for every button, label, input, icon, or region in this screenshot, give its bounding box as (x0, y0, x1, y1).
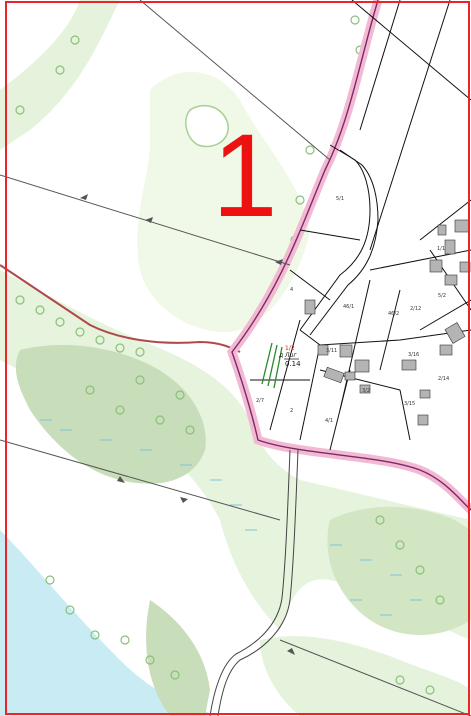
plot-label: 46/1 (343, 304, 354, 310)
meadow-area (137, 71, 310, 332)
plot-label: 46/2 (388, 311, 399, 317)
plot-label: 4 (290, 287, 293, 293)
meadow-area (185, 104, 229, 148)
plot-lines (250, 0, 471, 451)
dirt-road (209, 449, 291, 716)
meadow-area (0, 0, 120, 150)
lake-area (0, 530, 220, 716)
forest-area (327, 506, 471, 635)
plot-label: 5/2 (438, 293, 446, 299)
highlight-plot-hatch (261, 342, 283, 389)
sheet-number: 1 (212, 110, 278, 242)
plot-label: 2 (290, 408, 293, 414)
riverbank-line (0, 264, 241, 353)
plot-label: 3/2 (362, 388, 370, 394)
plot-label: 2/14 (438, 376, 449, 382)
buildings (304, 219, 471, 426)
highlight-plot-area-label: Лuг (284, 352, 297, 359)
highlight-plot-area: 0.14 (285, 360, 301, 368)
meadow-area (260, 636, 471, 716)
plot-label: 4/1 (325, 418, 333, 424)
plot-label: 3/15 (404, 401, 415, 407)
highlight-plot-code: д (278, 352, 283, 359)
utility-arrows (80, 194, 295, 655)
plot-label: 3/11 (326, 348, 337, 354)
dirt-road (217, 449, 299, 716)
plot-label: 5/1 (336, 196, 344, 202)
plot-label: 2/12 (410, 306, 421, 312)
plot-label: 3/16 (408, 352, 419, 358)
shrub-markers (15, 15, 445, 695)
highlight-plot-number: 1/2 (285, 345, 295, 352)
settlement-boundary (231, 0, 471, 511)
forest-area (15, 345, 206, 484)
map-frame (5, 1, 470, 715)
marsh-hatch (40, 419, 422, 616)
plot-label: 1/1 (437, 246, 445, 252)
forest-area (146, 600, 210, 716)
plot-label: 2/7 (256, 398, 264, 404)
